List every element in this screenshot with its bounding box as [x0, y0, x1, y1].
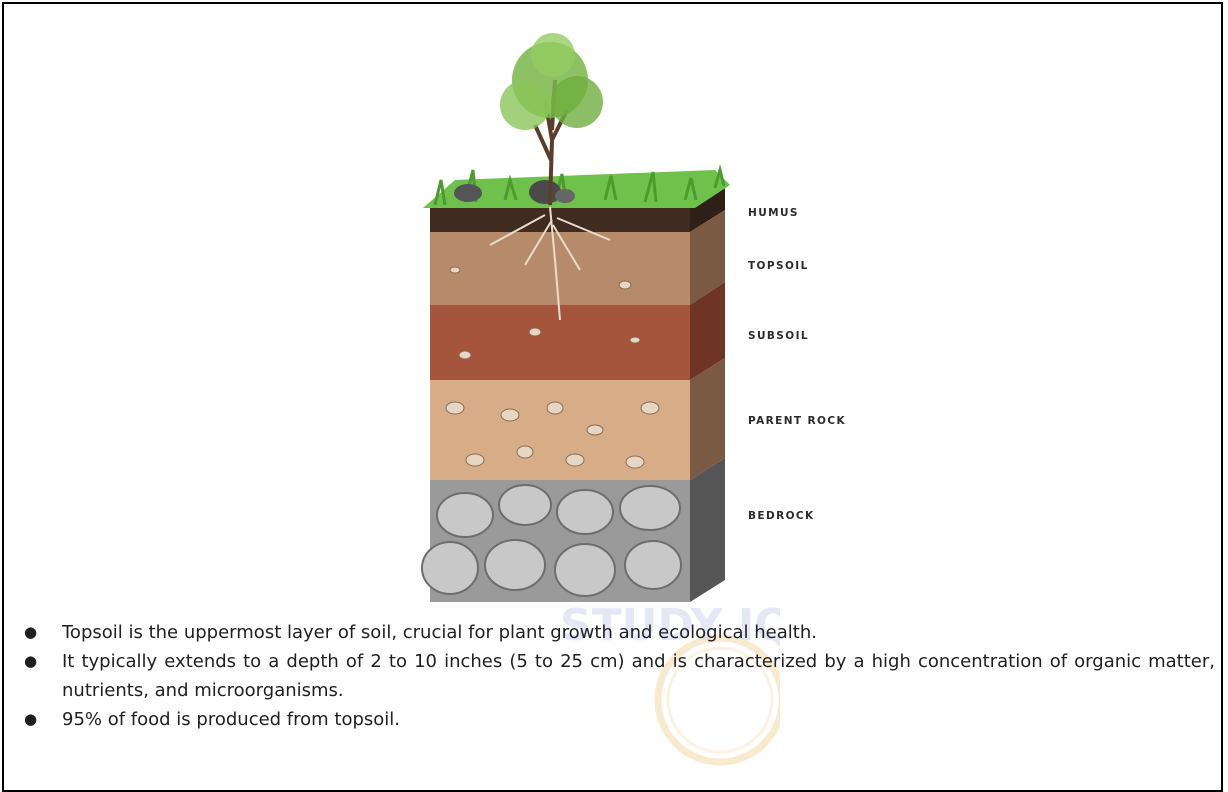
label-humus: HUMUS [748, 207, 799, 219]
topsoil-layer [430, 232, 690, 305]
bullet-text: It typically extends to a depth of 2 to … [62, 651, 1215, 701]
bullet-text: 95% of food is produced from topsoil. [62, 709, 400, 730]
label-bedrock: BEDROCK [748, 510, 815, 522]
bullet-list: ● Topsoil is the uppermost layer of soil… [20, 618, 1215, 734]
bullet-item: ● Topsoil is the uppermost layer of soil… [20, 618, 1215, 647]
bullet-item: ● 95% of food is produced from topsoil. [20, 705, 1215, 734]
soil-side-face [690, 185, 725, 602]
label-parent-rock: PARENT ROCK [748, 415, 846, 427]
bullet-text: Topsoil is the uppermost layer of soil, … [62, 622, 817, 643]
label-topsoil: TOPSOIL [748, 260, 809, 272]
bullet-dot: ● [24, 705, 37, 734]
bullet-dot: ● [24, 647, 37, 676]
label-subsoil: SUBSOIL [748, 330, 809, 342]
bullet-dot: ● [24, 618, 37, 647]
bullet-item: ● It typically extends to a depth of 2 t… [20, 647, 1215, 705]
